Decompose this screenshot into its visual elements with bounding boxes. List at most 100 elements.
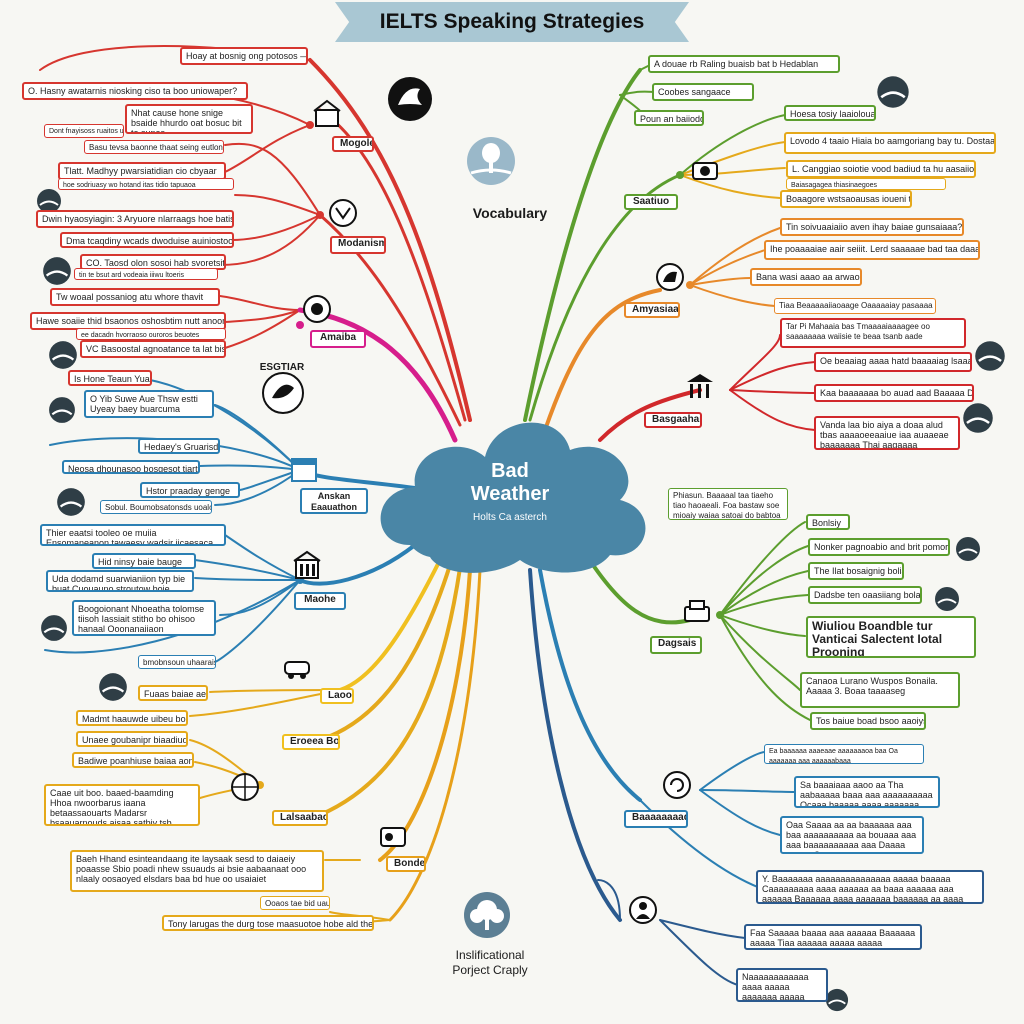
navy-box: Naaaaaaaaaaaa aaaa aaaaa aaaaaaa aaaaa a… (736, 968, 828, 1002)
globe-icon (231, 773, 259, 801)
crimson-box: Tar Pi Mahaaia bas Tmaaaaiaaaagee oo saa… (780, 318, 966, 348)
building-icon (293, 550, 321, 579)
red-box: hoe sodriuasy wo hotand itas tidio tapua… (58, 178, 234, 190)
navy-box: Y. Baaaaaaa aaaaaaaaaaaaaaa aaaaa baaaaa… (756, 870, 984, 904)
printer-icon (684, 600, 710, 622)
yellow-box: Caae uit boo. baaed-baamding Hhoa nwoorb… (44, 784, 200, 826)
green-box: The Ilat bosaignig bolia (808, 562, 904, 580)
crimson-box: Oe beaaiag aaaa hatd baaaaiag lsaaaaar (814, 352, 972, 372)
landscape-icon (956, 537, 980, 561)
bottom-label: Inslificational Porject Craply (420, 948, 560, 978)
blue-box: Is Hone Teaun Yua (68, 370, 152, 386)
green-box: Lovodo 4 taaio Hiaia bo aamgoriang bay t… (784, 132, 996, 154)
red-box: Hoay at bosnig ong potosos — (180, 47, 308, 65)
yellow-box: Madmt haauwde uibeu boanae (76, 710, 188, 726)
green-box: Boaagore wstsaoausas ioueni toacaiobs? (780, 190, 912, 208)
blue-box: Uda dodamd suarwianiion typ bie buat Cuo… (46, 570, 194, 592)
orange-box: Bana wasi aaao aa arwaoaae? (750, 268, 862, 286)
green-box: Dadsbe ten oaasiiang bolabbaap (808, 586, 922, 604)
red-box: Basu tevsa baonne thaat seing eutlonge (84, 140, 224, 154)
magenta-tag: Amaiba (310, 330, 366, 348)
navy-box: Sa baaaiaaa aaoo aa Tha aabaaaaa baaa aa… (794, 776, 940, 808)
yellow-box: Ooaos tae bid uauld sho (260, 896, 330, 910)
yellow-tag: Laoos (320, 688, 354, 704)
navy-box: Ea baaaaaa aaaeaae aaaaaaaoa baa Oa aaaa… (764, 744, 924, 764)
car-icon (284, 661, 310, 679)
yellow-box: Badiwe poanhiuse baiaa aon wyoaih (72, 752, 194, 768)
red-box: O. Hasny awatarnis niosking ciso ta boo … (22, 82, 248, 100)
landscape-icon (825, 988, 849, 1012)
title-banner: IELTS Speaking Strategies (335, 2, 689, 42)
red-box: Tw woaal possaniog atu whore thavit (50, 288, 220, 306)
red-tag: Mogoleo (332, 136, 374, 152)
yellow-tag: Bonde (386, 856, 426, 872)
horse-icon (656, 263, 684, 291)
bird-icon (388, 77, 432, 121)
spiral-icon (663, 771, 691, 799)
red-box: VC Basoostal agnoatance ta lat biseae (80, 340, 226, 358)
green-box: Canaoa Lurano Wuspos Bonaila. Aaaaa 3. B… (800, 672, 960, 708)
branch-yellow-main (338, 558, 442, 692)
blue-box: Hstor praaday genge (140, 482, 240, 498)
branch-blue-main2 (298, 543, 417, 586)
red-tag: Modanism (330, 236, 386, 254)
center-title: Bad Weather (440, 460, 580, 506)
yellow-tag: Eroeea Bonds (282, 734, 340, 750)
blue-box: Thier eaatsi tooleo oe muiia Ensomaneano… (40, 524, 226, 546)
camera-icon (692, 162, 718, 180)
blue-box: Sobul. Boumobsatonsds uoaloi (100, 500, 212, 514)
yellow-box: Tony larugas the durg tose maasuotoe hob… (162, 915, 374, 931)
red-box: Dwin hyaosyiagin: 3 Aryuore nlarraags ho… (36, 210, 234, 228)
red-box: Nhat cause hone snige bsaide hhurdo oat … (125, 104, 253, 134)
orange-box: Tiaa Beaaaaaiiaoaage Oaaaaaiay pasaaaa r… (774, 298, 936, 314)
green-box: Tos baiue boad bsoo aaoiys lasor (810, 712, 926, 730)
branch-navy-main (538, 568, 642, 802)
landscape-icon (99, 673, 127, 701)
green-box: Nonker pagnoabio and brit pomor (808, 538, 950, 556)
center-subtitle: Holts Ca asterch (473, 512, 547, 523)
yellow-box: Baeh Hhand esinteandaang ite laysaak ses… (70, 850, 324, 892)
green-box: Phiasun. Baaaaal taa tiaeho tiao haoaeal… (668, 488, 788, 520)
orange-box: Tin soivuaaiaiio aven ihay baiae gunsaia… (780, 218, 964, 236)
orange-tag: Amyasiaae (624, 302, 680, 318)
blue-box: Neosa dhounasoo bosgesot tiarte (62, 460, 200, 474)
green-box: Baiasagagea thiasinaegoes (786, 178, 946, 190)
green-box: Poun an baiiodd (634, 110, 704, 126)
house-icon (313, 99, 341, 127)
landscape-icon (877, 76, 909, 108)
navy-tag: Baaaaaaaad (624, 810, 688, 828)
blue-box: O Yib Suwe Aue Thsw estti Uyeay baey bua… (84, 390, 214, 418)
cloud-icon (380, 422, 646, 573)
green-box: A douae rb Raling buaisb bat b Hedablan (648, 55, 840, 73)
landscape-icon (49, 397, 75, 423)
blue-box: Boogoionant Nhoeatha tolomse tiisoh Iass… (72, 600, 216, 636)
trees-icon (464, 892, 510, 938)
sun-icon (303, 295, 331, 323)
branch-crimson-main (598, 388, 702, 442)
landscape-icon (41, 615, 67, 641)
branch-red-main (308, 58, 472, 422)
landscape-icon (975, 341, 1005, 371)
navy-box: Faa Saaaaa baaaa aaa aaaaaa Baaaaaa aaaa… (744, 924, 922, 950)
art-label: ESGTIAR (259, 362, 305, 373)
red-box: ee dacadn hvorraoso ouroros beuotes (76, 328, 226, 340)
red-box: tin te bsut ard vodeaia iiiwu ltoeris (74, 268, 218, 280)
branch-orange-main (543, 288, 662, 432)
bottom-label-line1: Inslificational (455, 948, 525, 962)
face-icon (329, 199, 357, 227)
blue-box: bmobnsoun uhaaraistios (138, 655, 216, 669)
person-icon (629, 896, 657, 924)
landscape-icon (43, 257, 71, 285)
landscape-icon (57, 488, 85, 516)
landscape-icon (935, 587, 959, 611)
green-box: Coobes sangaace (652, 83, 754, 101)
tree-lake-icon (467, 137, 515, 185)
bottom-label-line2: Porject Craply (452, 963, 528, 977)
center-title-line2: Weather (470, 483, 550, 505)
blue-box: Hid ninsy baie bauge (92, 553, 196, 569)
green-box: Hoesa tosiy laaiolouas (784, 105, 876, 121)
blue-box: Hedaey's Gruarisd (138, 438, 220, 454)
navy-box: Oaa Saaaa aa aa baaaaaa aaa baa aaaaaaaa… (780, 816, 924, 854)
green-box: Bonlsiy (806, 514, 850, 530)
leaf-icon (262, 372, 304, 414)
